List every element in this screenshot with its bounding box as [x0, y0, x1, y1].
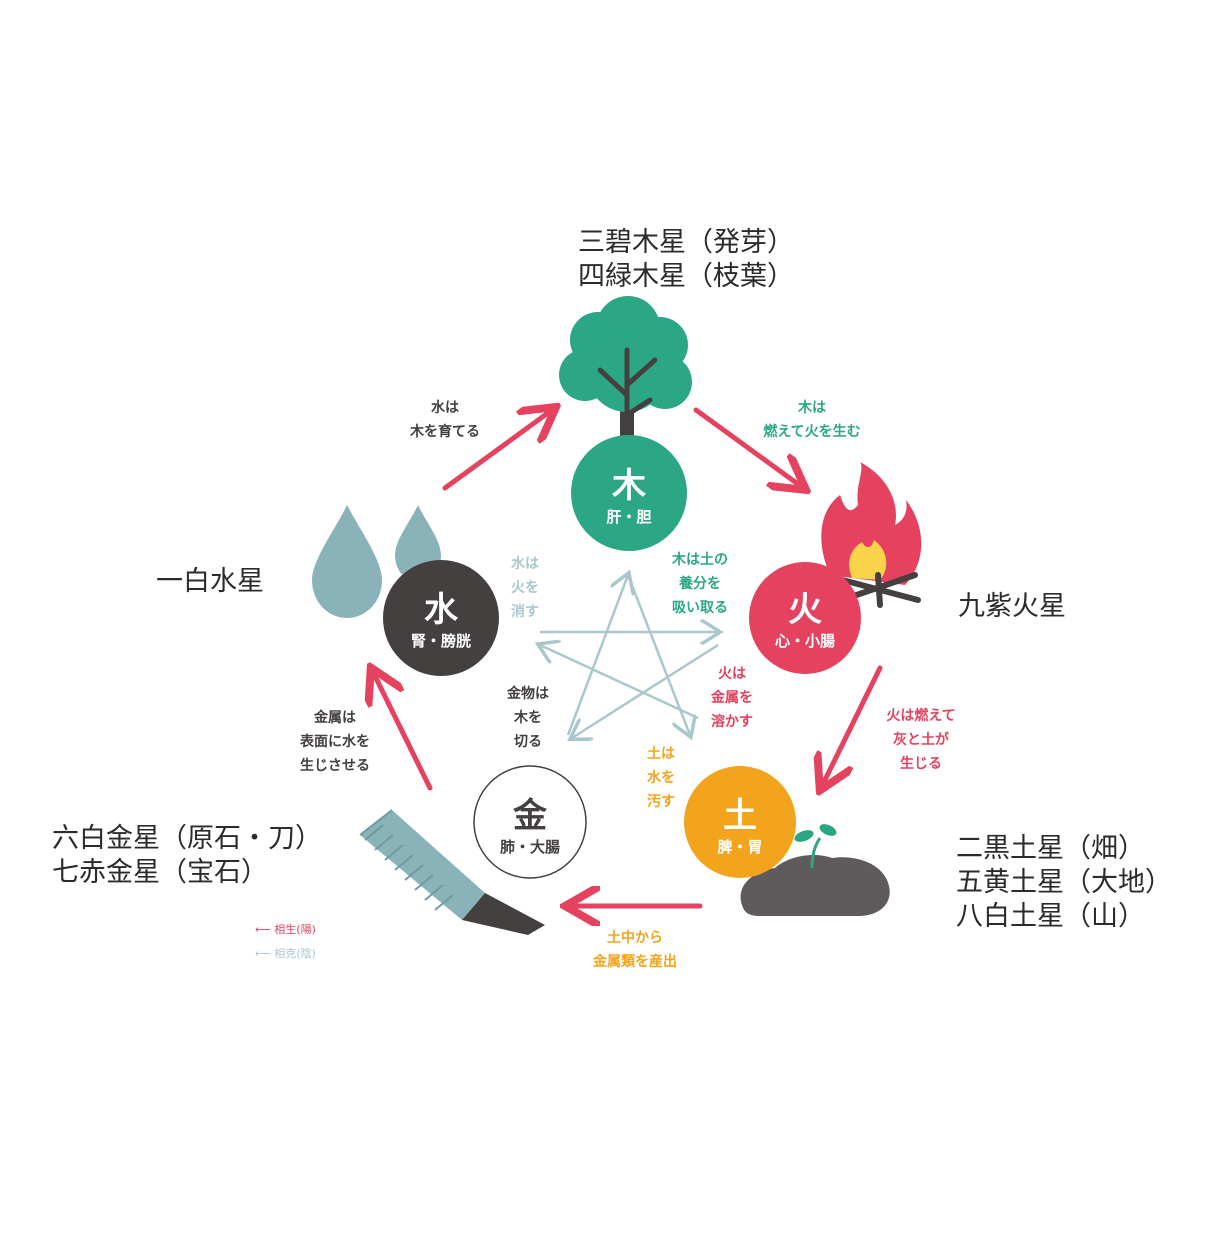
earth-stars: 二黒土星（畑） 五黄土星（大地） 八白土星（山）: [956, 832, 1172, 934]
note-line: 金属は: [314, 710, 356, 726]
fire-kanji: 火: [788, 590, 822, 630]
note-line: 灰と土が: [893, 732, 949, 748]
generate-arrow-metal-water: [373, 672, 433, 791]
star-label-line: 七赤金星（宝石）: [52, 857, 268, 888]
star-label-line: 一白水星: [156, 566, 264, 597]
note-wood-earth: 木は土の 養分を 吸い取る: [655, 548, 745, 620]
legend: ⟵ 相生(陽) ⟵ 相克(陰): [255, 918, 316, 966]
note-line: 水は: [431, 400, 459, 416]
legend-control: ⟵ 相克(陰): [255, 942, 316, 966]
star-label-line: 三碧木星（発芽）: [578, 227, 794, 258]
soil-sprout-icon: [740, 824, 890, 916]
note-line: 金属類を産出: [593, 954, 677, 970]
saw-blade-icon: [359, 809, 545, 935]
earth-kanji: 土: [723, 796, 757, 836]
earth-circle: [684, 766, 796, 878]
note-line: 火は燃えて: [886, 708, 956, 724]
earth-label: 土 脾・胃: [690, 796, 790, 858]
water-circle: [383, 560, 499, 676]
water-label: 水 腎・膀胱: [391, 590, 491, 652]
note-line: 土中から: [607, 930, 663, 946]
fire-label: 火 心・小腸: [755, 590, 855, 652]
note-line: 生じる: [900, 756, 942, 772]
note-line: 燃えて火を生む: [763, 424, 861, 440]
control-arrow-fire-metal: [572, 643, 719, 738]
note-line: 木を育てる: [410, 424, 480, 440]
note-line: 養分を: [679, 576, 721, 592]
note-line: 汚す: [647, 794, 675, 810]
star-label-line: 五黄土星（大地）: [956, 867, 1172, 898]
flame-icon: [821, 462, 922, 608]
note-line: 吸い取る: [672, 600, 728, 616]
generating-cycle: [373, 407, 883, 906]
note-line: 金属を: [711, 690, 753, 706]
control-arrow-earth-water: [540, 645, 699, 720]
note-line: 消す: [511, 604, 539, 620]
note-metal-water: 金属は 表面に水を 生じさせる: [280, 706, 390, 778]
note-water-wood: 水は 木を育てる: [395, 396, 495, 444]
wood-stars: 三碧木星（発芽） 四緑木星（枝葉）: [578, 226, 794, 294]
note-line: 火は: [718, 666, 746, 682]
note-line: 水は: [511, 556, 539, 572]
note-line: 木は: [798, 400, 826, 416]
metal-kanji: 金: [513, 796, 547, 836]
generate-arrow-wood-fire: [693, 407, 802, 487]
note-earth-water: 土は 水を 汚す: [636, 742, 686, 814]
note-line: 表面に水を: [300, 734, 370, 750]
wood-label: 木 肝・胆: [579, 466, 679, 528]
metal-label: 金 肺・大腸: [480, 796, 580, 858]
wood-circle: [571, 435, 687, 551]
star-label-line: 四緑木星（枝葉）: [578, 261, 794, 292]
note-line: 水を: [647, 770, 675, 786]
note-line: 土は: [647, 746, 675, 762]
note-water-fire: 水は 火を 消す: [500, 552, 550, 624]
water-kanji: 水: [424, 590, 458, 630]
star-label-line: 九紫火星: [958, 591, 1066, 622]
note-line: 木は土の: [672, 552, 728, 568]
metal-stars: 六白金星（原石・刀） 七赤金星（宝石）: [52, 822, 322, 890]
legend-arrow-icon: ⟵: [255, 923, 275, 936]
metal-circle: [473, 765, 587, 879]
wood-kanji: 木: [612, 466, 646, 506]
control-arrow-metal-wood: [566, 575, 628, 736]
note-line: 木を: [514, 710, 542, 726]
legend-generate-label: 相生(陽): [274, 923, 316, 936]
water-stars: 一白水星: [156, 565, 264, 599]
note-fire-earth: 火は燃えて 灰と土が 生じる: [866, 704, 976, 776]
star-label-line: 六白金星（原石・刀）: [52, 823, 322, 854]
water-organs: 腎・膀胱: [410, 632, 471, 650]
note-line: 生じさせる: [300, 758, 370, 774]
note-line: 溶かす: [711, 714, 753, 730]
legend-control-label: 相克(陰): [274, 947, 316, 960]
note-metal-wood: 金物は 木を 切る: [496, 682, 560, 754]
note-line: 金物は: [507, 686, 549, 702]
legend-arrow-icon: ⟵: [255, 947, 275, 960]
controlling-star: [540, 575, 718, 738]
note-line: 切る: [514, 734, 542, 750]
note-fire-metal: 火は 金属を 溶かす: [700, 662, 764, 734]
star-label-line: 二黒土星（畑）: [956, 833, 1145, 864]
note-line: 火を: [511, 580, 539, 596]
legend-generate: ⟵ 相生(陽): [255, 918, 316, 942]
generate-arrow-fire-earth: [822, 665, 883, 786]
fire-stars: 九紫火星: [958, 590, 1066, 624]
fire-organs: 心・小腸: [774, 632, 835, 650]
earth-organs: 脾・胃: [717, 838, 763, 856]
note-wood-fire: 木は 燃えて火を生む: [752, 396, 872, 444]
generate-arrow-water-wood: [442, 410, 552, 491]
wood-organs: 肝・胆: [606, 508, 652, 526]
note-earth-metal: 土中から 金属類を産出: [575, 926, 695, 974]
star-label-line: 八白土星（山）: [956, 901, 1145, 932]
fire-circle: [749, 562, 861, 674]
metal-organs: 肺・大腸: [499, 838, 560, 856]
